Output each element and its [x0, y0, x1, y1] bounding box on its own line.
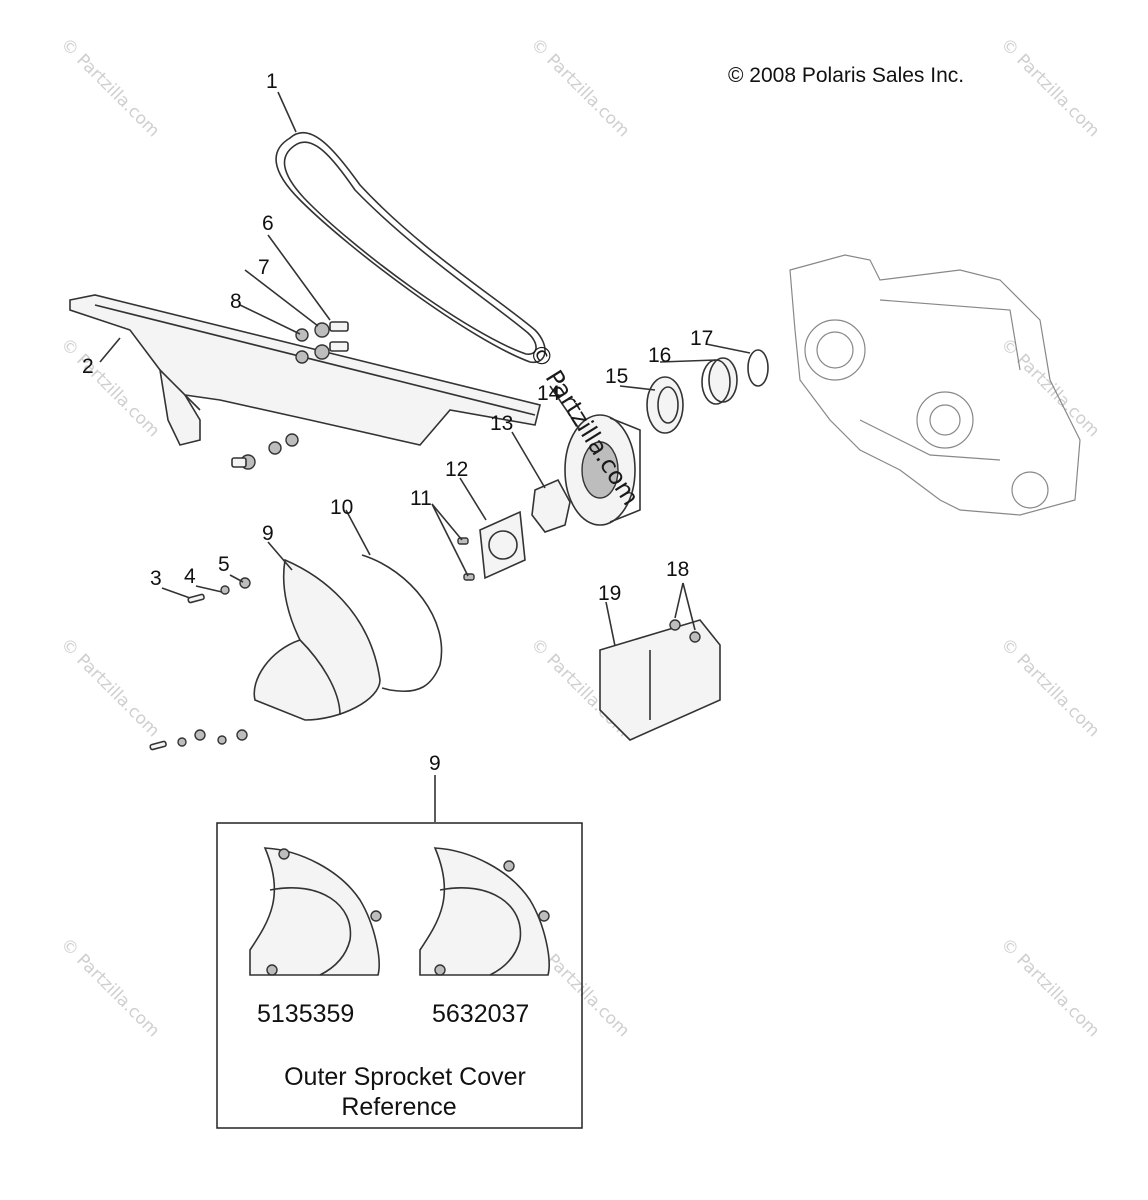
- drive-belt: [275, 131, 546, 363]
- chain-guard: [69, 294, 541, 446]
- watermark: © Partzilla.com: [996, 634, 1103, 741]
- callout-17: 17: [690, 327, 713, 350]
- bearing: [701, 357, 738, 405]
- watermark: © Partzilla.com: [996, 34, 1103, 141]
- copyright-text: © 2008 Polaris Sales Inc.: [728, 64, 964, 87]
- engine-illustration: [789, 254, 1081, 516]
- small-fasteners: [149, 577, 251, 751]
- callout-16: 16: [648, 344, 671, 367]
- watermark: © Partzilla.com: [996, 334, 1103, 441]
- callout-2: 2: [82, 355, 94, 378]
- reference-caption-line2: Reference: [341, 1093, 456, 1121]
- watermark: © Partzilla.com: [996, 934, 1103, 1041]
- cover-variant-a: [249, 847, 382, 976]
- callout-5: 5: [218, 553, 230, 576]
- callout-labels: 1 2 3 4 5 6 7 8 9 10 11 12 13 14 15 16 1…: [82, 70, 713, 775]
- callout-1: 1: [266, 70, 278, 93]
- callout-3: 3: [150, 567, 162, 590]
- reference-part-a: 5135359: [257, 1000, 354, 1028]
- bolt-set-upper: [295, 321, 349, 364]
- callout-7: 7: [258, 256, 270, 279]
- callout-8: 8: [230, 290, 242, 313]
- screws: [457, 537, 475, 581]
- watermark: © Partzilla.com: [56, 34, 163, 141]
- sprocket-nut: [531, 478, 571, 533]
- callout-15: 15: [605, 365, 628, 388]
- reference-caption-line1: Outer Sprocket Cover: [284, 1063, 526, 1091]
- seal: [646, 376, 684, 434]
- callout-13: 13: [490, 412, 513, 435]
- reference-part-b: 5632037: [432, 1000, 529, 1028]
- cover-variant-b: [419, 847, 550, 976]
- snap-ring: [747, 349, 769, 387]
- gasket: [361, 554, 443, 692]
- bolt-set-lower: [231, 433, 299, 470]
- callout-10: 10: [330, 496, 353, 519]
- watermark: © Partzilla.com: [56, 934, 163, 1041]
- reference-box: 5135359 5632037 Outer Sprocket Cover Ref…: [216, 822, 583, 1129]
- callout-11: 11: [410, 487, 432, 510]
- watermark-layer: © Partzilla.com © Partzilla.com © Partzi…: [56, 34, 1103, 1041]
- watermark: © Partzilla.com: [56, 634, 163, 741]
- callout-18: 18: [666, 558, 689, 581]
- callout-9-reference: 9: [429, 752, 441, 775]
- sprocket-cover: [253, 558, 381, 721]
- lower-guard: [599, 619, 721, 741]
- callout-14: 14: [537, 382, 561, 405]
- drive-sprocket: [564, 414, 641, 526]
- callout-6: 6: [262, 212, 274, 235]
- callout-4: 4: [184, 565, 196, 588]
- callout-19: 19: [598, 582, 621, 605]
- callout-12: 12: [445, 458, 468, 481]
- callout-9: 9: [262, 522, 274, 545]
- watermark: © Partzilla.com: [526, 34, 633, 141]
- retainer-plate: [479, 510, 526, 580]
- leader-lines: [99, 91, 751, 822]
